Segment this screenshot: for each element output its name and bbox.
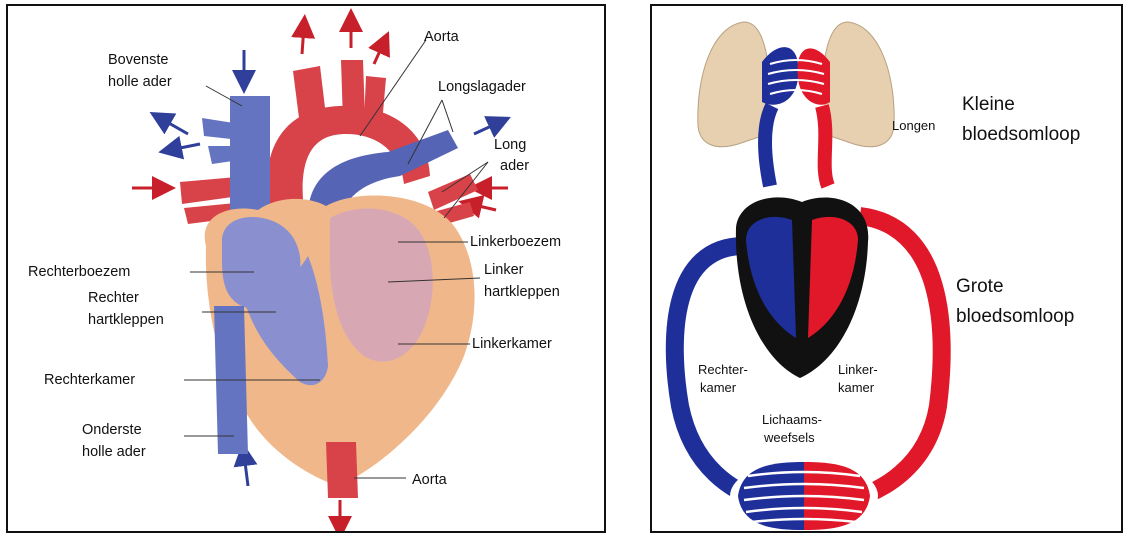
label-longslagader: Longslagader — [438, 79, 526, 95]
label-aorta-top: Aorta — [424, 29, 460, 45]
lungs-illustration — [698, 22, 894, 147]
label-linker-hartkleppen-2: hartkleppen — [484, 284, 560, 300]
label-rechterkamer: Rechterkamer — [44, 372, 135, 388]
label-onderste-holle-ader-2: holle ader — [82, 444, 146, 460]
heart-silhouette — [736, 197, 868, 378]
heart-anatomy-panel: Bovenste holle ader Aorta Longslagader L… — [6, 4, 606, 533]
label-rechterkamer-1: Rechter- — [698, 362, 748, 377]
label-rechterboezem: Rechterboezem — [28, 264, 130, 280]
label-long-ader-2: ader — [500, 158, 529, 174]
label-long-ader-1: Long — [494, 137, 526, 153]
label-lichaamsweefsels-2: weefsels — [763, 430, 815, 445]
label-linker-hartkleppen-1: Linker — [484, 262, 524, 278]
label-rechter-hartkleppen-1: Rechter — [88, 290, 139, 306]
heart-illustration — [180, 60, 478, 498]
label-grote-bloedsomloop-2: bloedsomloop — [956, 306, 1074, 327]
label-grote-bloedsomloop-1: Grote — [956, 276, 1004, 297]
small-circulation-vessels — [765, 106, 828, 186]
label-bovenste-holle-ader-1: Bovenste — [108, 52, 168, 68]
label-linkerboezem: Linkerboezem — [470, 234, 561, 250]
label-rechterkamer-2: kamer — [700, 380, 737, 395]
label-aorta-bottom: Aorta — [412, 472, 448, 488]
label-lichaamsweefsels-1: Lichaams- — [762, 412, 822, 427]
label-linkerkamer-2: kamer — [838, 380, 875, 395]
body-tissues-capillaries — [730, 460, 878, 532]
label-longen: Longen — [892, 118, 935, 133]
label-kleine-bloedsomloop-1: Kleine — [962, 94, 1015, 115]
label-onderste-holle-ader-1: Onderste — [82, 422, 142, 438]
circulation-panel: Longen Kleine bloedsomloop Grote bloedso… — [650, 4, 1123, 533]
label-rechter-hartkleppen-2: hartkleppen — [88, 312, 164, 328]
label-bovenste-holle-ader-2: holle ader — [108, 74, 172, 90]
label-linkerkamer: Linkerkamer — [472, 336, 552, 352]
circulation-diagram: Longen Kleine bloedsomloop Grote bloedso… — [652, 6, 1123, 533]
label-linkerkamer-1: Linker- — [838, 362, 878, 377]
label-kleine-bloedsomloop-2: bloedsomloop — [962, 124, 1080, 145]
heart-diagram: Bovenste holle ader Aorta Longslagader L… — [8, 6, 606, 533]
